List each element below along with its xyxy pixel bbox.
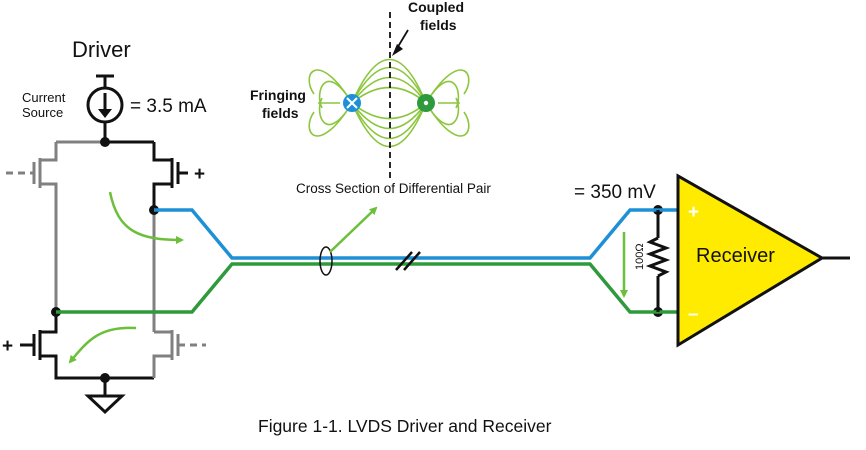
gate-plus-bottom: +: [2, 336, 13, 357]
figure-caption: Figure 1-1. LVDS Driver and Receiver: [258, 416, 552, 436]
coupled-label-1: Coupled: [408, 0, 464, 15]
receiver-triangle: [676, 173, 825, 348]
conductor-into-page: [343, 94, 361, 112]
receiver-plus-label: +: [688, 202, 699, 223]
current-source-label-2: Source: [22, 105, 63, 120]
resistor-label: 100Ω: [634, 243, 646, 270]
voltage-label: = 350 mV: [574, 182, 656, 203]
junction-dots: [51, 137, 663, 383]
driver-circuit: [6, 140, 206, 415]
current-value-label: = 3.5 mA: [130, 96, 207, 117]
cross-section-label: Cross Section of Differential Pair: [296, 181, 491, 196]
break-mark: [395, 251, 421, 271]
termination-resistor: [645, 210, 671, 312]
fringing-label-2: fields: [262, 105, 299, 121]
cross-section-ring: [319, 246, 333, 276]
coupled-label-2: fields: [420, 17, 457, 33]
field-lines: [308, 58, 470, 148]
blue-line: [154, 208, 680, 260]
receiver-minus-label: –: [688, 304, 699, 325]
current-source-label-1: Current: [22, 90, 66, 105]
green-line: [56, 262, 680, 314]
coupled-pointer-head: [392, 44, 403, 56]
current-source-symbol: [86, 74, 124, 142]
fringing-label-1: Fringing: [250, 87, 306, 103]
differential-pair: [56, 208, 680, 314]
gate-plus-top: +: [194, 164, 205, 185]
receiver-label: Receiver: [696, 245, 775, 267]
current-flow-arrows: [68, 191, 628, 364]
conductor-out-of-page: [417, 94, 435, 112]
driver-label: Driver: [72, 37, 131, 62]
